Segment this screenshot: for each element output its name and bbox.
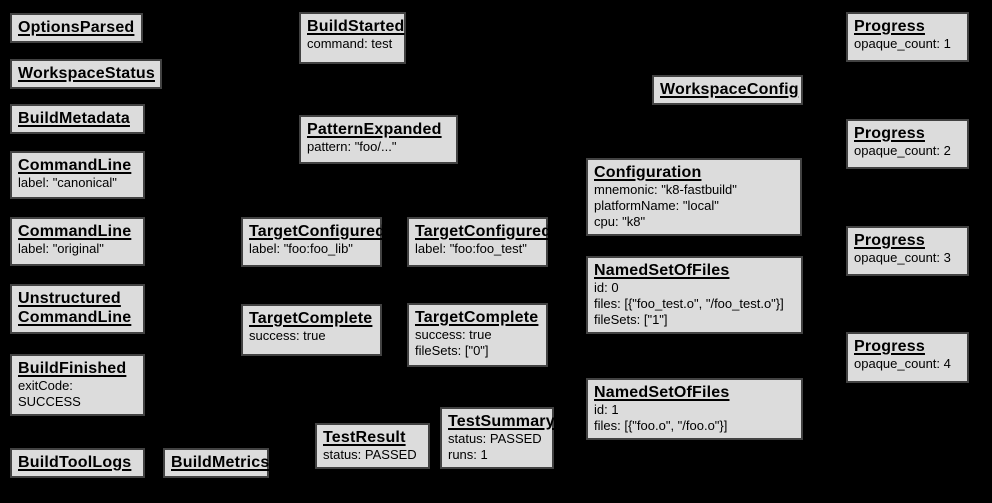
event-details: label: "canonical"	[18, 175, 117, 190]
event-title: Progress	[854, 125, 925, 142]
event-title: NamedSetOfFiles	[594, 262, 730, 279]
event-details: label: "foo:foo_lib"	[249, 241, 353, 256]
event-box-unstructured-command-line: Unstructured CommandLine	[10, 284, 145, 334]
event-box-target-configured-foo-lib: TargetConfigured label: "foo:foo_lib"	[241, 217, 386, 267]
event-details: label: "original"	[18, 241, 104, 256]
event-title: Progress	[854, 338, 925, 355]
event-title: Progress	[854, 232, 925, 249]
event-box-build-started: BuildStarted command: test	[299, 12, 406, 64]
event-title: BuildMetrics	[171, 454, 270, 471]
event-title: PatternExpanded	[307, 121, 442, 138]
event-title: TargetConfigured	[249, 223, 386, 240]
event-title: TestSummary	[448, 413, 555, 430]
event-details: success: true fileSets: ["0"]	[415, 327, 492, 358]
event-details: label: "foo:foo_test"	[415, 241, 527, 256]
event-box-build-tool-logs: BuildToolLogs	[10, 448, 145, 478]
event-title: CommandLine	[18, 157, 132, 174]
event-title: TargetConfigured	[415, 223, 552, 240]
event-box-progress-1: Progress opaque_count: 1	[846, 12, 969, 62]
event-box-command-line-canonical: CommandLine label: "canonical"	[10, 151, 145, 199]
event-title: NamedSetOfFiles	[594, 384, 730, 401]
event-title: TestResult	[323, 429, 406, 446]
event-box-options-parsed: OptionsParsed	[10, 13, 143, 43]
event-box-target-complete-foo-test: TargetComplete success: true fileSets: […	[407, 303, 548, 367]
event-details: opaque_count: 1	[854, 36, 951, 51]
event-box-target-complete-foo-lib: TargetComplete success: true	[241, 304, 382, 356]
event-title: Progress	[854, 18, 925, 35]
event-title: WorkspaceConfig	[660, 81, 799, 98]
event-title: Configuration	[594, 164, 702, 181]
event-title: OptionsParsed	[18, 19, 135, 36]
event-box-workspace-config: WorkspaceConfig	[652, 75, 803, 105]
event-details: id: 0 files: [{"foo_test.o", "/foo_test.…	[594, 280, 784, 327]
event-title: TargetComplete	[415, 309, 539, 326]
event-box-progress-4: Progress opaque_count: 4	[846, 332, 969, 383]
event-title: BuildMetadata	[18, 110, 130, 127]
event-box-test-result: TestResult status: PASSED	[315, 423, 430, 469]
event-box-workspace-status: WorkspaceStatus	[10, 59, 162, 89]
event-box-named-set-of-files-0: NamedSetOfFiles id: 0 files: [{"foo_test…	[586, 256, 803, 334]
event-box-pattern-expanded: PatternExpanded pattern: "foo/..."	[299, 115, 458, 164]
event-details: status: PASSED runs: 1	[448, 431, 542, 462]
event-title: BuildToolLogs	[18, 454, 132, 471]
event-details: exitCode: SUCCESS	[18, 378, 81, 409]
event-title: WorkspaceStatus	[18, 65, 155, 82]
event-title: CommandLine	[18, 223, 132, 240]
event-details: opaque_count: 4	[854, 356, 951, 371]
event-details: opaque_count: 2	[854, 143, 951, 158]
event-box-progress-3: Progress opaque_count: 3	[846, 226, 969, 276]
event-title: BuildFinished	[18, 360, 127, 377]
event-box-build-metadata: BuildMetadata	[10, 104, 145, 134]
event-title: Unstructured CommandLine	[18, 290, 132, 326]
event-box-build-metrics: BuildMetrics	[163, 448, 269, 478]
event-box-test-summary: TestSummary status: PASSED runs: 1	[440, 407, 555, 469]
event-details: command: test	[307, 36, 393, 51]
event-details: success: true	[249, 328, 326, 343]
event-details: pattern: "foo/..."	[307, 139, 397, 154]
event-box-target-configured-foo-test: TargetConfigured label: "foo:foo_test"	[407, 217, 552, 267]
event-box-build-finished: BuildFinished exitCode: SUCCESS	[10, 354, 145, 416]
event-details: id: 1 files: [{"foo.o", "/foo.o"}]	[594, 402, 728, 433]
event-box-named-set-of-files-1: NamedSetOfFiles id: 1 files: [{"foo.o", …	[586, 378, 803, 440]
event-title: BuildStarted	[307, 18, 405, 35]
event-title: TargetComplete	[249, 310, 373, 327]
event-details: status: PASSED	[323, 447, 417, 462]
event-box-progress-2: Progress opaque_count: 2	[846, 119, 969, 169]
event-box-command-line-original: CommandLine label: "original"	[10, 217, 145, 266]
event-details: opaque_count: 3	[854, 250, 951, 265]
event-details: mnemonic: "k8-fastbuild" platformName: "…	[594, 182, 737, 229]
event-box-configuration: Configuration mnemonic: "k8-fastbuild" p…	[586, 158, 802, 236]
